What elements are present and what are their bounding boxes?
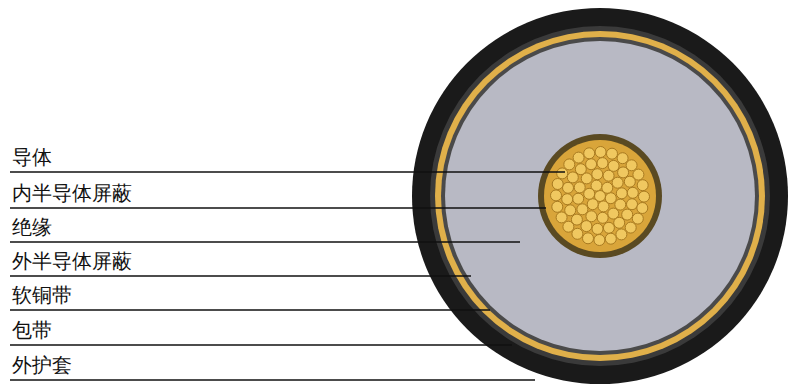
- outer-sheath: [412, 8, 788, 384]
- part-label: 包带: [12, 318, 52, 342]
- wrapping-tape: [430, 26, 770, 366]
- leader-line: [10, 344, 512, 346]
- conductor-strand: [617, 153, 628, 164]
- conductor-strand: [605, 233, 616, 244]
- outer-semiconductive-screen: [441, 37, 759, 355]
- conductor-strand: [563, 182, 574, 193]
- conductor-strand: [552, 201, 563, 212]
- conductor-strand: [639, 191, 650, 202]
- conductor-strand: [573, 193, 584, 204]
- leader-line: [10, 309, 490, 311]
- conductor-strand: [591, 180, 602, 191]
- conductor-strand: [625, 222, 636, 233]
- leader-line: [10, 241, 520, 243]
- conductor-strand: [615, 199, 626, 210]
- conductor-strand: [598, 201, 609, 212]
- conductor-strand: [616, 229, 627, 240]
- part-label: 外半导体屏蔽: [12, 249, 132, 273]
- conductor-strand: [592, 169, 603, 180]
- leader-line: [10, 275, 471, 277]
- conductor-strand: [583, 233, 594, 244]
- conductor-strand: [573, 152, 584, 163]
- part-label: 绝缘: [12, 215, 52, 239]
- conductor-strand: [552, 179, 563, 190]
- conductor-strand: [616, 188, 627, 199]
- conductor-strand: [603, 222, 614, 233]
- leader-lines: [10, 172, 565, 380]
- conductor-strand: [564, 159, 575, 170]
- leader-line: [10, 379, 535, 381]
- conductor-strand: [608, 160, 619, 171]
- conductor-strand: [557, 168, 568, 179]
- conductor-strand: [602, 182, 613, 193]
- conductor-strand: [626, 160, 637, 171]
- conductor-strand: [607, 148, 618, 159]
- conductor-strand: [574, 182, 585, 193]
- conductor-strand: [632, 213, 643, 224]
- conductor-strand: [597, 212, 608, 223]
- conductor-strand: [563, 221, 574, 232]
- conductor-strand: [586, 211, 597, 222]
- conductor-strand: [587, 199, 598, 210]
- conductor-strand: [633, 169, 644, 180]
- conductor-strand: [603, 170, 614, 181]
- conductor-strand: [637, 180, 648, 191]
- conductor-strand: [622, 209, 633, 220]
- leader-line: [10, 207, 546, 209]
- conductor-strand: [586, 159, 597, 170]
- conductor-strand: [627, 187, 638, 198]
- conductor-strand: [612, 177, 623, 188]
- conductor-strand: [577, 204, 588, 215]
- conductor-strand: [594, 235, 605, 246]
- part-label: 软铜带: [12, 283, 72, 307]
- conductor: [544, 140, 656, 252]
- conductor-strand: [584, 148, 595, 159]
- inner-semiconductive-screen: [538, 134, 662, 258]
- conductor-strand: [614, 217, 625, 228]
- part-label: 导体: [12, 145, 52, 169]
- conductor-strand: [637, 203, 648, 214]
- conductor-strand: [556, 212, 567, 223]
- conductor-strand: [567, 172, 578, 183]
- conductor-strand: [597, 158, 608, 169]
- conductor-strand: [551, 190, 562, 201]
- conductor-strand: [592, 223, 603, 234]
- conductor-strand: [575, 164, 586, 175]
- insulation: [445, 41, 755, 351]
- copper-tape: [435, 31, 765, 361]
- conductor-strand: [572, 228, 583, 239]
- leader-line: [10, 171, 565, 173]
- conductor-strand: [595, 147, 606, 158]
- part-label: 外护套: [12, 353, 72, 377]
- conductor-strand: [581, 221, 592, 232]
- conductor-strand: [627, 199, 638, 210]
- conductor-strand: [562, 194, 573, 205]
- part-label: 内半导体屏蔽: [12, 181, 132, 205]
